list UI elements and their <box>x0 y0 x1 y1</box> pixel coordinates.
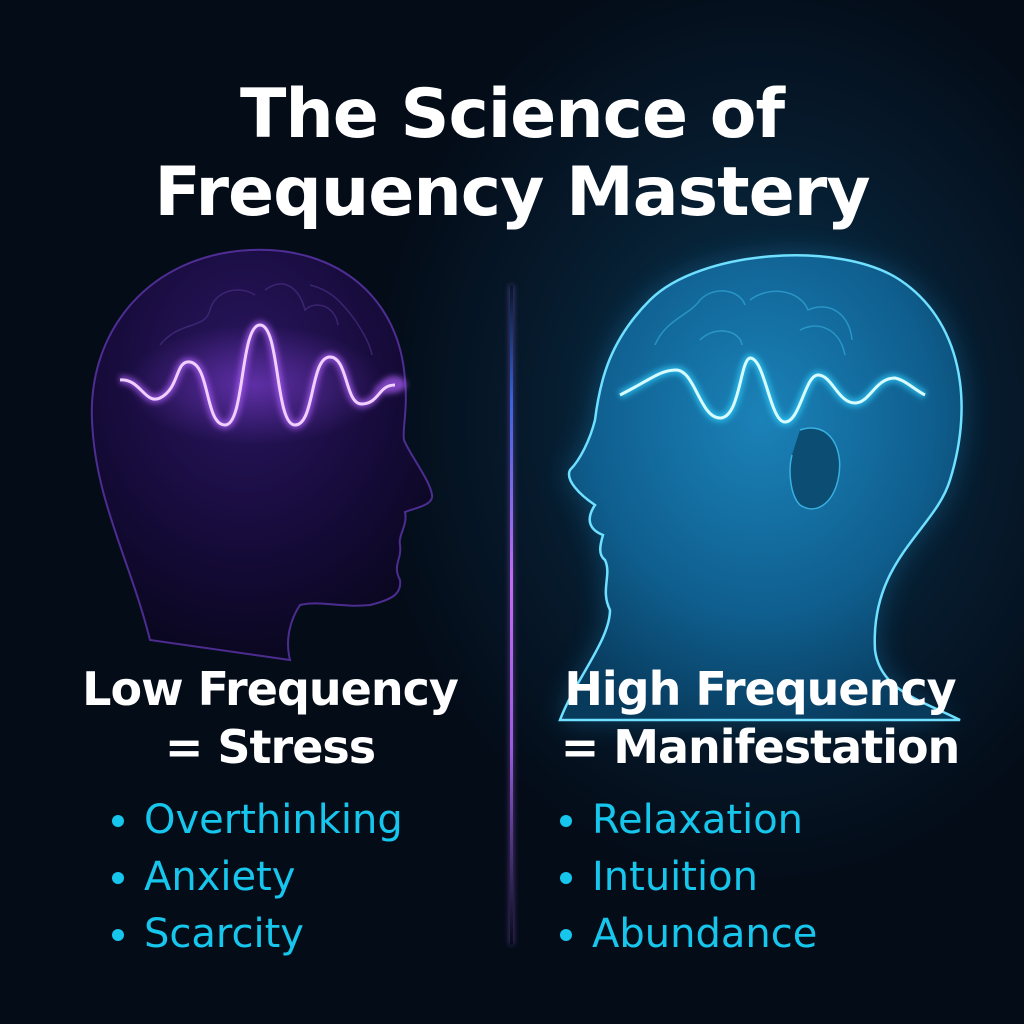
list-item: Overthinking <box>112 792 500 849</box>
list-item-label: Anxiety <box>144 854 296 900</box>
list-item: Anxiety <box>112 849 500 906</box>
list-item-label: Intuition <box>592 854 758 900</box>
list-item-label: Overthinking <box>144 797 403 843</box>
high-frequency-panel: High Frequency = Manifestation Relaxatio… <box>520 660 1000 963</box>
low-frequency-panel: Low Frequency = Stress Overthinking Anxi… <box>40 660 500 963</box>
list-item-label: Relaxation <box>592 797 804 843</box>
title-line-1: The Science of <box>239 75 785 154</box>
list-item-label: Scarcity <box>144 911 304 957</box>
list-item: Relaxation <box>560 792 1000 849</box>
bullet-icon <box>112 871 124 884</box>
high-frequency-list: Relaxation Intuition Abundance <box>560 792 1000 963</box>
bullet-icon <box>560 814 572 827</box>
low-frequency-heading: Low Frequency = Stress <box>40 660 500 776</box>
list-item-label: Abundance <box>592 911 818 957</box>
bullet-icon <box>560 928 572 941</box>
high-heading-line-2: = Manifestation <box>560 720 961 774</box>
bullet-icon <box>112 814 124 827</box>
low-frequency-list: Overthinking Anxiety Scarcity <box>112 792 500 963</box>
high-frequency-heading: High Frequency = Manifestation <box>520 660 1000 776</box>
low-frequency-head-icon <box>90 248 434 662</box>
low-frequency-wave-icon <box>119 323 396 427</box>
low-heading-line-2: = Stress <box>164 720 376 774</box>
list-item: Abundance <box>560 906 1000 963</box>
high-frequency-head-icon <box>558 254 963 722</box>
list-item: Intuition <box>560 849 1000 906</box>
bullet-icon <box>560 871 572 884</box>
center-divider <box>510 285 513 945</box>
low-heading-line-1: Low Frequency <box>82 662 459 716</box>
high-frequency-wave-icon <box>619 356 926 424</box>
bullet-icon <box>112 928 124 941</box>
high-heading-line-1: High Frequency <box>564 662 956 716</box>
list-item: Scarcity <box>112 906 500 963</box>
title-line-2: Frequency Mastery <box>154 153 870 232</box>
page-title: The Science of Frequency Mastery <box>0 76 1024 232</box>
